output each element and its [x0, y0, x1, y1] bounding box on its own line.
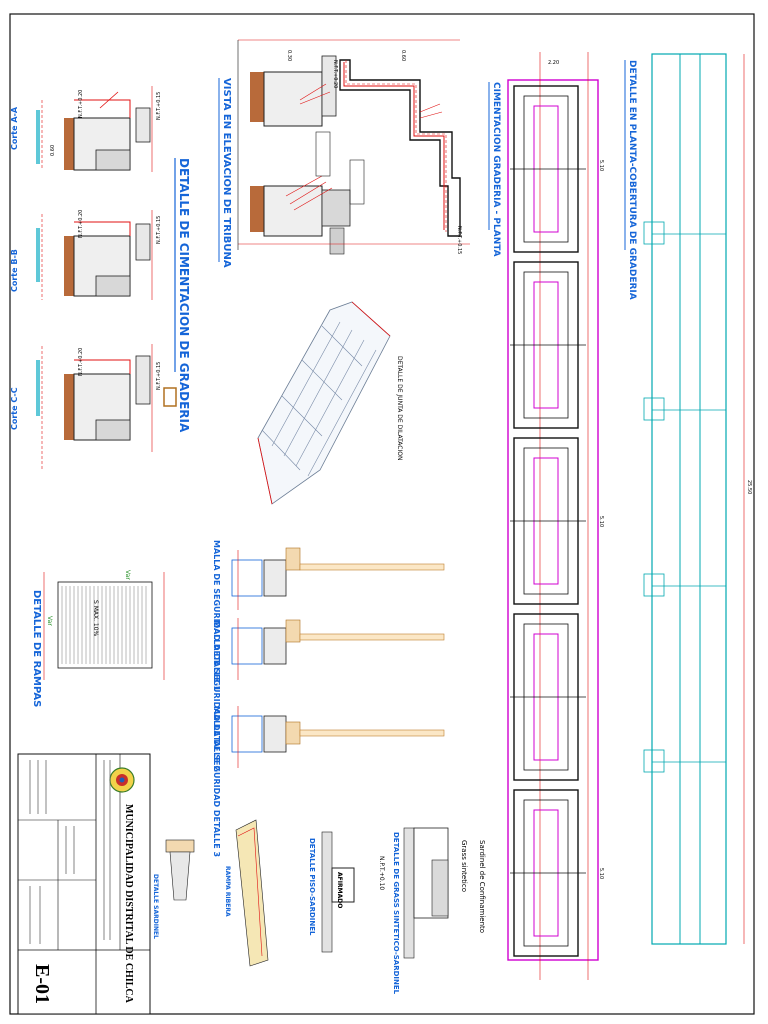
plan-panel-3	[510, 437, 586, 605]
elev-dim-1: 0.30	[286, 50, 292, 61]
plan-panel-5	[510, 789, 586, 957]
level-a-1: N.F.T.+0.20	[78, 90, 84, 118]
elev-level-2: N.F.T.+0.15	[456, 226, 462, 254]
grass-label: Grass sintetico	[460, 840, 468, 892]
title-cimentacion-graderia: DETALLE DE CIMENTACION DE GRADERIA	[177, 158, 191, 433]
npt-label: N.P.T.+0.10	[378, 856, 385, 890]
afirmado-label: AFIRMADO	[336, 872, 343, 908]
roof-total: 25.50	[746, 480, 752, 494]
sardinel-label: Sardinel de Confinamiento	[478, 840, 486, 933]
title-grass-sardinel: DETALLE DE GRASS SINTETICO-SARDINEL	[392, 832, 400, 995]
elevation-detail: VISTA EN ELEVACION DE TRIBUNA N.F.T.+0.2…	[218, 39, 470, 268]
level-b-1: N.F.T.+0.20	[78, 210, 84, 238]
sheet-border	[9, 13, 755, 1015]
title-detalle-sardinel: DETALLE SARDINEL	[152, 874, 159, 939]
title-vista-elevacion: VISTA EN ELEVACION DE TRIBUNA	[221, 78, 232, 268]
section-c: Corte C-C N.F.T.+0.20 N.F.T.+0.15	[10, 344, 177, 470]
elev-level-1: N.F.T.+0.20	[332, 60, 338, 88]
title-rampa-ribera: RAMPA RIBERA	[224, 866, 231, 917]
section-a: Corte A-A N.F.T.+0.20 N.F.T.+0.15 0.60	[10, 86, 162, 172]
title-malla-3: MALLA DE SEGURIDAD DETALLE 3	[212, 706, 221, 857]
corte-c-label: Corte C-C	[10, 387, 19, 430]
corte-b-label: Corte B-B	[10, 249, 19, 292]
plan-width: 2.20	[548, 60, 559, 66]
ramp-detail: S MAX. 10% Var Var DETALLE DE RAMPAS	[31, 570, 165, 707]
institution-name: MUNICIPALIDAD DISTRITAL DE CHILCA	[123, 804, 134, 1004]
title-rampas: DETALLE DE RAMPAS	[31, 590, 42, 707]
plan-span-1: 5.10	[598, 160, 604, 171]
elev-dim-2: 0.60	[400, 50, 406, 61]
title-malla-1: MALLA DE SEGURIDAD DETALLE 1	[212, 540, 221, 691]
title-block[interactable]: MUNICIPALIDAD DISTRITAL DE CHILCA E-01	[17, 753, 151, 1015]
section-details: Corte A-A N.F.T.+0.20 N.F.T.+0.15 0.60 C…	[10, 86, 191, 470]
title-piso-sardinel: DETALLE PISO-SARDINEL	[308, 838, 316, 936]
level-a-2: N.F.T.+0.15	[156, 92, 162, 120]
ramp-var-2: Var	[46, 616, 53, 626]
junta-label: DETALLE DE JUNTA DE DILATACION	[396, 356, 403, 460]
section-b: Corte B-B N.F.T.+0.20 N.F.T.+0.15	[10, 210, 162, 300]
plan-span-2: 5.10	[598, 516, 604, 527]
ramp-slope: S MAX. 10%	[92, 600, 99, 637]
level-c-1: N.F.T.+0.20	[78, 348, 84, 376]
dim-a-1: 0.60	[50, 145, 56, 156]
level-b-2: N.F.T.+0.15	[156, 216, 162, 244]
mesh-details: MALLA DE SEGURIDAD DETALLE 1 MALLA DE SE…	[212, 540, 445, 857]
floor-details: DETALLE SARDINEL RAMPA RIBERA AFIRMADO D…	[152, 819, 486, 995]
isometric-joint: DETALLE DE JUNTA DE DILATACION	[257, 301, 403, 505]
plan-span-3: 5.10	[598, 868, 604, 879]
title-cobertura: DETALLE EN PLANTA-COBERTURA DE GRADERIA	[627, 60, 637, 300]
municipal-crest-icon	[109, 767, 135, 793]
sheet-code: E-01	[31, 964, 53, 1004]
corte-a-label: Corte A-A	[10, 106, 19, 150]
title-malla-2: MALLA DE SEGURIDAD DETALLE 2	[212, 620, 221, 771]
plan-panel-4	[510, 613, 586, 781]
plan-panel-1	[510, 85, 586, 253]
roof-plan: DETALLE EN PLANTA-COBERTURA DE GRADERIA …	[624, 53, 752, 945]
title-planta: CIMENTACION GRADERIA - PLANTA	[491, 82, 501, 257]
ramp-var-1: Var	[124, 570, 131, 580]
foundation-plan: CIMENTACION GRADERIA - PLANTA	[488, 52, 604, 980]
plan-panel-2	[510, 261, 586, 429]
level-c-2: N.F.T.+0.15	[156, 362, 162, 390]
